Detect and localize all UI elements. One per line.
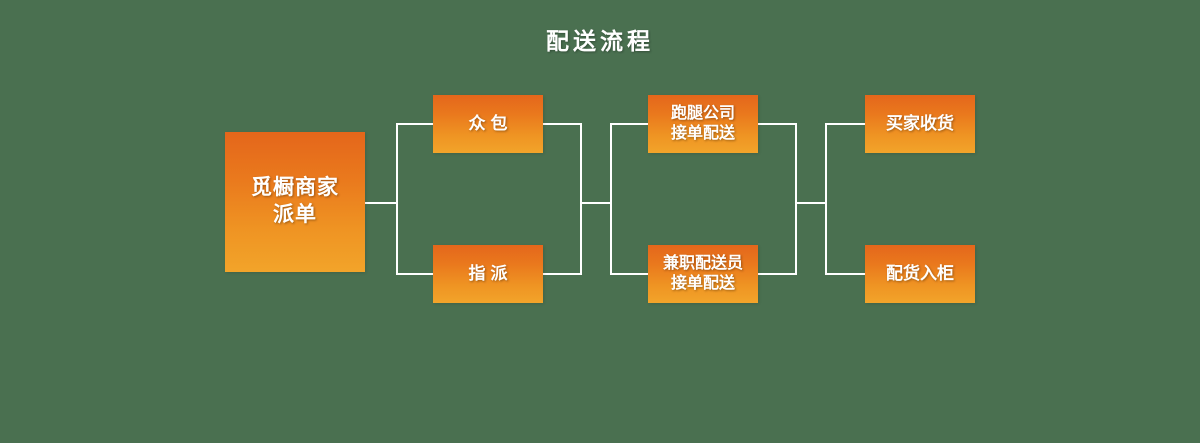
page-title: 配送流程: [546, 28, 654, 54]
connector-bracket3-to-col4-bottom: [825, 273, 867, 275]
connector-bracket1-to-col2-top: [396, 123, 435, 125]
connector-col3-bottom-out: [758, 273, 797, 275]
connector-bracket2-vertical: [610, 123, 612, 275]
connector-col3-top-out: [758, 123, 797, 125]
node-buyer-receives[interactable]: 买家收货: [865, 95, 975, 153]
connector-bracket1-vertical: [396, 123, 398, 275]
connector-bracket3-vertical: [825, 123, 827, 275]
node-crowdsourcing[interactable]: 众包: [433, 95, 543, 153]
node-errand-company-delivery[interactable]: 跑腿公司 接单配送: [648, 95, 758, 153]
node-crowdsourcing-label: 众包: [468, 114, 513, 134]
node-root-merchant-dispatch[interactable]: 觅橱商家 派单: [225, 132, 365, 272]
connector-bracket2-to-col3-top: [610, 123, 650, 125]
node-buyer-receives-label: 买家收货: [886, 114, 954, 134]
connector-bracket2-to-col3-bottom: [610, 273, 650, 275]
node-assign[interactable]: 指派: [433, 245, 543, 303]
connector-merge2-stub: [795, 202, 827, 204]
connector-bracket1-to-col2-bottom: [396, 273, 435, 275]
node-parttime-courier-delivery-label: 兼职配送员 接单配送: [662, 254, 743, 292]
node-assign-label: 指派: [468, 264, 513, 284]
connector-bracket3-to-col4-top: [825, 123, 867, 125]
node-goods-into-locker[interactable]: 配货入柜: [865, 245, 975, 303]
connector-root-stub: [365, 202, 398, 204]
node-errand-company-delivery-label: 跑腿公司 接单配送: [670, 104, 735, 142]
connector-col2-top-out: [543, 123, 582, 125]
connector-col2-bottom-out: [543, 273, 582, 275]
connector-merge1-vertical: [580, 123, 582, 275]
connector-merge1-stub: [580, 202, 612, 204]
node-parttime-courier-delivery[interactable]: 兼职配送员 接单配送: [648, 245, 758, 303]
node-root-label: 觅橱商家 派单: [251, 176, 339, 226]
node-goods-into-locker-label: 配货入柜: [886, 264, 954, 284]
connector-merge2-vertical: [795, 123, 797, 275]
